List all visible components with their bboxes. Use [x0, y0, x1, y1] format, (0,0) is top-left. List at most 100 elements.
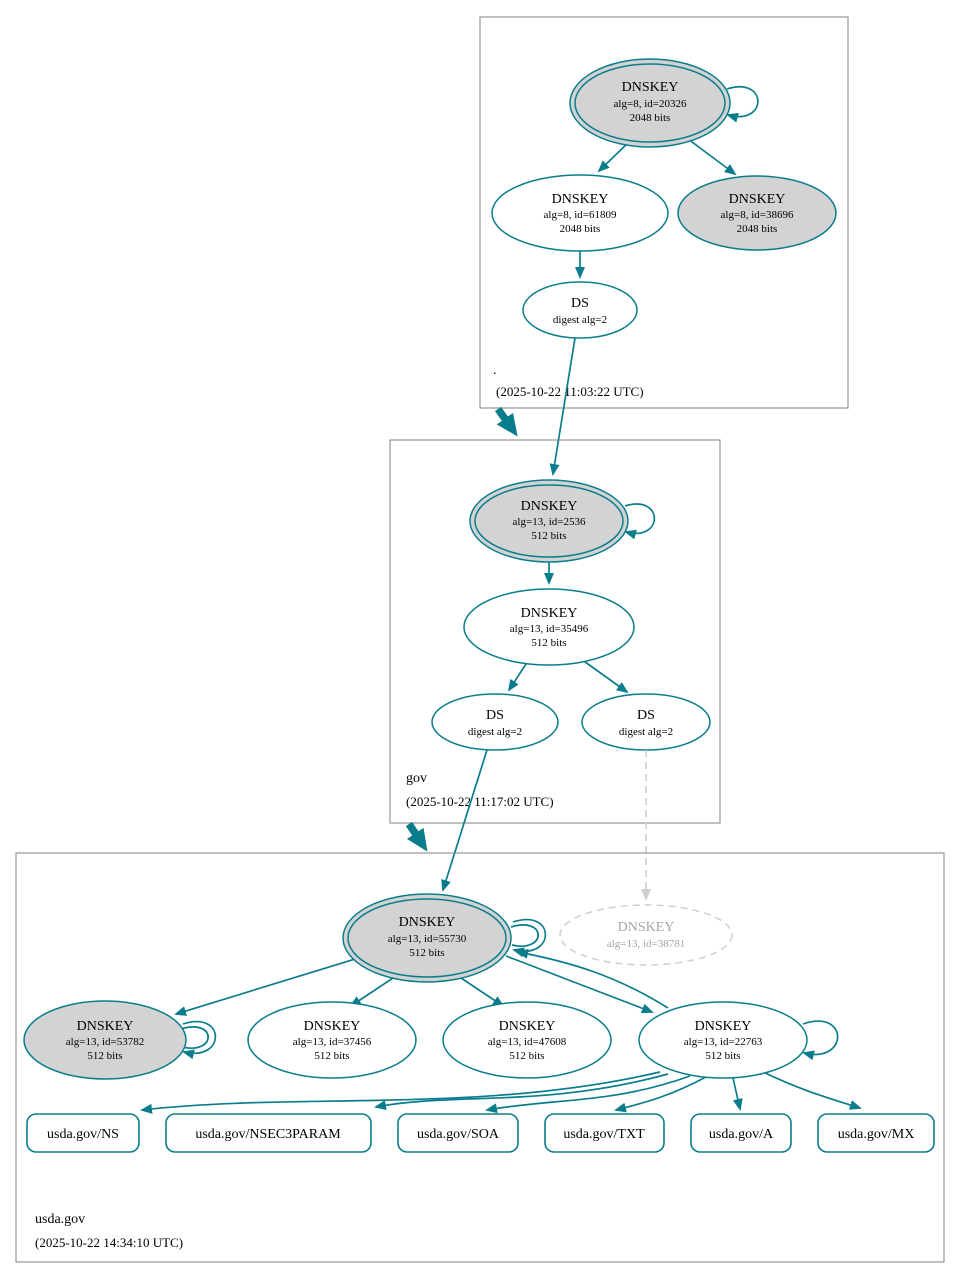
dnskey-node-root-zsk[interactable]: DNSKEY alg=8, id=61809 2048 bits: [491, 174, 669, 252]
edge-key22763-to-rrset-a: [732, 1077, 743, 1111]
edge-key22763-to-rrset-txt: [614, 1076, 707, 1113]
dnskey-detail: alg=13, id=37456: [293, 1036, 372, 1048]
ds-node-gov-1[interactable]: DS digest alg=2: [431, 693, 559, 751]
dnskey-ellipse: [442, 1001, 612, 1079]
zone-gov: gov (2025-10-22 11:17:02 UTC) DNSKEY alg…: [389, 439, 721, 824]
dnskey-ellipse-outer: [469, 479, 629, 563]
dnskey-title: DNSKEY: [622, 80, 679, 95]
dnskey-bits: 512 bits: [314, 1050, 349, 1062]
dnskey-ellipse-dashed: [559, 904, 733, 966]
ds-detail: digest alg=2: [553, 314, 607, 326]
rrset-label: usda.gov/TXT: [563, 1127, 645, 1142]
edge-root-ksk-selfsign: [726, 86, 759, 123]
rrset-label: usda.gov/NS: [47, 1127, 119, 1142]
edge-key22763-to-rrset-nsec3param: [374, 1073, 669, 1111]
dnskey-node-usda-key37456[interactable]: DNSKEY alg=13, id=37456 512 bits: [247, 1001, 417, 1079]
dnskey-detail: alg=13, id=53782: [66, 1036, 144, 1048]
edge-gov-zsk-to-ds1: [507, 660, 529, 692]
dnskey-ellipse-inner: [574, 63, 726, 143]
dnskey-node-usda-key47608[interactable]: DNSKEY alg=13, id=47608 512 bits: [442, 1001, 612, 1079]
ds-title: DS: [637, 708, 655, 723]
edge-root-ksk-to-zsk: [597, 140, 631, 173]
ds-title: DS: [486, 708, 504, 723]
dnskey-ellipse-inner: [347, 898, 507, 978]
dnskey-title: DNSKEY: [521, 606, 578, 621]
zone-gov-timestamp: (2025-10-22 11:17:02 UTC): [406, 794, 554, 809]
edge-key22763-to-rrset-ns: [140, 1071, 661, 1114]
ds-node-gov-2[interactable]: DS digest alg=2: [581, 693, 711, 751]
dnskey-ellipse-outer: [569, 58, 731, 148]
ds-detail: digest alg=2: [619, 726, 673, 738]
dnskey-bits: 2048 bits: [630, 112, 671, 124]
rrset-label: usda.gov/SOA: [417, 1127, 500, 1142]
zone-root-label: .: [493, 363, 497, 378]
dnskey-node-usda-missing[interactable]: DNSKEY alg=13, id=38781: [559, 904, 733, 966]
rrset-node-soa[interactable]: usda.gov/SOA: [397, 1113, 519, 1153]
dnskey-node-usda-key22763[interactable]: DNSKEY alg=13, id=22763 512 bits: [638, 1001, 808, 1079]
ds-ellipse: [522, 281, 638, 339]
rrset-node-mx[interactable]: usda.gov/MX: [817, 1113, 935, 1153]
edge-usda-ksk-to-key53782: [174, 958, 356, 1016]
edge-usda-ksk-selfsign-inner: [510, 924, 539, 947]
zone-usda-border: [15, 852, 945, 1263]
dnskey-bits: 512 bits: [531, 637, 566, 649]
dnskey-bits: 512 bits: [531, 530, 566, 542]
dnskey-title: DNSKEY: [304, 1019, 361, 1034]
zone-usda-timestamp: (2025-10-22 14:34:10 UTC): [35, 1235, 183, 1250]
dnskey-title: DNSKEY: [521, 499, 578, 514]
dnskey-bits: 512 bits: [705, 1050, 740, 1062]
zone-root-timestamp: (2025-10-22 11:03:22 UTC): [496, 384, 644, 399]
zone-root: . (2025-10-22 11:03:22 UTC) DNSKEY alg=8…: [479, 16, 849, 409]
dnskey-detail: alg=8, id=61809: [544, 209, 617, 221]
edge-key22763-to-rrset-mx: [760, 1070, 862, 1110]
ds-title: DS: [571, 296, 589, 311]
rrset-label: usda.gov/MX: [838, 1127, 915, 1142]
rrset-node-nsec3param[interactable]: usda.gov/NSEC3PARAM: [165, 1113, 372, 1153]
rrset-node-a[interactable]: usda.gov/A: [690, 1113, 792, 1153]
dnskey-node-gov-ksk[interactable]: DNSKEY alg=13, id=2536 512 bits: [469, 479, 629, 563]
zone-root-border: [479, 16, 849, 409]
edge-root-to-gov-delegation: [494, 406, 518, 437]
ds-ellipse: [431, 693, 559, 751]
edge-gov-zsk-to-ds2: [580, 658, 629, 694]
dnskey-detail: alg=8, id=38696: [721, 209, 794, 221]
dnskey-node-root-standby[interactable]: DNSKEY alg=8, id=38696 2048 bits: [677, 175, 837, 251]
edge-usda-ksk-to-key37456: [349, 975, 397, 1008]
dnskey-bits: 512 bits: [509, 1050, 544, 1062]
dnskey-node-usda-key53782[interactable]: DNSKEY alg=13, id=53782 512 bits: [23, 1000, 187, 1080]
dnskey-title: DNSKEY: [399, 915, 456, 930]
dnskey-ellipse: [23, 1000, 187, 1080]
edge-root-ksk-to-standby: [687, 138, 737, 176]
dnskey-detail: alg=13, id=47608: [488, 1036, 567, 1048]
dnskey-ellipse: [638, 1001, 808, 1079]
rrset-node-ns[interactable]: usda.gov/NS: [26, 1113, 140, 1153]
dnskey-detail: alg=8, id=20326: [614, 98, 687, 110]
zone-usda: usda.gov (2025-10-22 14:34:10 UTC) DNSKE…: [15, 852, 945, 1263]
dnskey-bits: 512 bits: [409, 947, 444, 959]
rrset-box: [817, 1113, 935, 1153]
dnskey-detail: alg=13, id=35496: [510, 623, 589, 635]
dnskey-detail: alg=13, id=38781: [607, 938, 685, 950]
dnskey-detail: alg=13, id=2536: [513, 516, 586, 528]
dnskey-bits: 2048 bits: [560, 223, 601, 235]
dnskey-node-usda-ksk[interactable]: DNSKEY alg=13, id=55730 512 bits: [342, 893, 512, 983]
dnskey-ellipse: [247, 1001, 417, 1079]
zone-gov-label: gov: [406, 771, 427, 786]
dnskey-bits: 2048 bits: [737, 223, 778, 235]
ds-node-root[interactable]: DS digest alg=2: [522, 281, 638, 339]
zone-gov-border: [389, 439, 721, 824]
dnskey-node-gov-zsk[interactable]: DNSKEY alg=13, id=35496 512 bits: [463, 588, 635, 666]
dnskey-title: DNSKEY: [618, 920, 675, 935]
dnskey-ellipse-inner: [474, 484, 624, 558]
dnskey-ellipse: [463, 588, 635, 666]
rrset-box: [397, 1113, 519, 1153]
dnskey-ellipse-outer: [342, 893, 512, 983]
rrset-box: [690, 1113, 792, 1153]
dnskey-ellipse: [677, 175, 837, 251]
dnskey-node-root-ksk[interactable]: DNSKEY alg=8, id=20326 2048 bits: [569, 58, 731, 148]
rrset-node-txt[interactable]: usda.gov/TXT: [544, 1113, 665, 1153]
dnskey-ellipse: [491, 174, 669, 252]
dnskey-title: DNSKEY: [77, 1019, 134, 1034]
rrset-box: [544, 1113, 665, 1153]
